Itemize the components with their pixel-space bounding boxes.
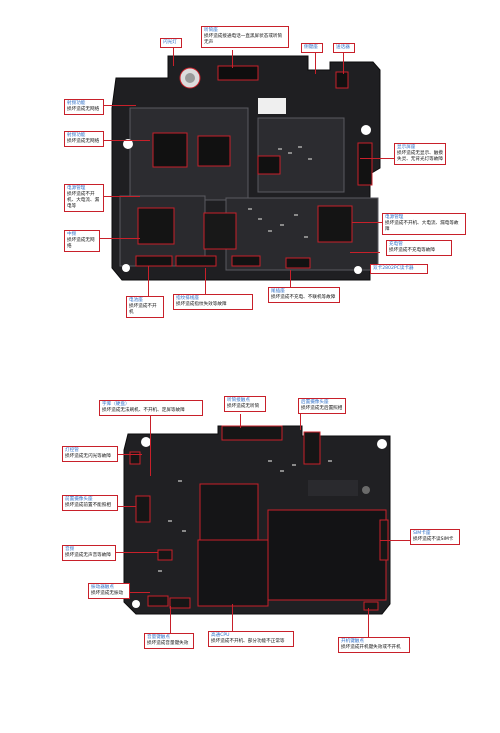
callout-lcd: 显示屏座 损坏造成无显示、触摸失灵、无背光灯等故障 bbox=[394, 143, 446, 165]
callout-title: 音频 bbox=[65, 547, 75, 552]
callout-title: 听筒接触点 bbox=[227, 398, 250, 403]
callout-desc: 损坏造成无法刷机、不开机、定屏等故障 bbox=[102, 408, 185, 413]
callout-title: 电池座 bbox=[129, 298, 143, 303]
callout-rear-camera: 后置摄像头座 损坏造成无后置照相 bbox=[298, 398, 346, 414]
callout-desc: 损坏造成不开机、大电流、漏电等故障 bbox=[385, 221, 459, 232]
callout-title: 灯控管 bbox=[65, 448, 79, 453]
callout-title: 电源管理 bbox=[67, 186, 86, 191]
callout-desc: 损坏造成不开机、大电流、漏电等 bbox=[67, 192, 100, 209]
callout-fingerprint: 指纹排线座 损坏造成指纹失效等故障 bbox=[173, 294, 253, 310]
callout-desc: 损坏造成无听筒 bbox=[227, 404, 260, 409]
top-board bbox=[108, 48, 383, 283]
callout-title: 高通CPU bbox=[211, 633, 230, 638]
callout-title: 前置摄像头座 bbox=[65, 497, 93, 502]
callout-power-mgmt: 电源管理 损坏造成不开机、大电流、漏电等 bbox=[64, 184, 104, 212]
callout-desc: 损坏造成无网络 bbox=[67, 107, 100, 112]
callout-title: 指纹排线座 bbox=[176, 296, 199, 301]
callout-title: SIM卡座 bbox=[413, 531, 431, 536]
callout-tail: 尾插座 损坏造成不充电、不联机等故障 bbox=[268, 287, 340, 303]
callout-desc: 损坏造成不开机、部分功能不正常等 bbox=[211, 639, 285, 644]
callout-battery: 电池座 损坏造成不开机 bbox=[126, 296, 164, 318]
callout-title: 送话器 bbox=[336, 45, 350, 50]
callout-desc: 损坏造成不读SIM卡 bbox=[413, 537, 454, 542]
callout-title: 闪光灯 bbox=[163, 40, 177, 45]
callout-title: 字库（硬盘） bbox=[102, 402, 130, 407]
callout-front-camera: 前置摄像头座 损坏造成前置不能照相 bbox=[62, 495, 118, 511]
callout-desc: 损坏造成开机键失效或不开机 bbox=[341, 645, 401, 650]
callout-sim-slot: SIM卡座 损坏造成不读SIM卡 bbox=[410, 529, 460, 545]
callout-title: 后置摄像头座 bbox=[301, 400, 329, 405]
callout-rf: 射频功能 损坏造成无网络 bbox=[64, 99, 104, 115]
callout-sim-reader: 双卡2802PC读卡器 bbox=[370, 264, 428, 274]
callout-desc: 损坏造成无显示、触摸失灵、无背光灯等故障 bbox=[397, 151, 443, 162]
callout-volume-key: 音量键触点 损坏造成音量键失效 bbox=[144, 633, 194, 649]
callout-cpu: 高通CPU 损坏造成不开机、部分功能不正常等 bbox=[208, 631, 294, 647]
bottom-board bbox=[118, 420, 398, 620]
callout-desc: 损坏造成音量键失效 bbox=[147, 641, 189, 646]
callout-title: 电源管理 bbox=[385, 215, 404, 220]
callout-desc: 损坏造成接通电话一直黑屏状态或听筒无声 bbox=[204, 34, 283, 45]
callout-vibrator: 振动器触点 损坏造成无振动 bbox=[88, 583, 130, 599]
callout-title: 双卡2802PC读卡器 bbox=[373, 266, 414, 271]
callout-earpiece: 听筒座 损坏造成接通电话一直黑屏状态或听筒无声 bbox=[201, 26, 289, 48]
callout-desc: 损坏造成前置不能照相 bbox=[65, 503, 111, 508]
callout-desc: 损坏造成无网络 bbox=[67, 238, 95, 249]
callout-rf-2: 射频功能 损坏造成无网络 bbox=[64, 131, 104, 147]
callout-title: 显示屏座 bbox=[397, 145, 416, 150]
callout-desc: 损坏造成无后置照相 bbox=[301, 406, 343, 411]
callout-power-key: 开机键触点 损坏造成开机键失效或不开机 bbox=[338, 637, 410, 653]
callout-desc: 损坏造成无声音等故障 bbox=[65, 553, 111, 558]
callout-title: 振动器触点 bbox=[91, 585, 114, 590]
callout-torch: 灯控管 损坏造成无闪光等故障 bbox=[62, 446, 118, 462]
callout-title: 音量键触点 bbox=[147, 635, 170, 640]
callout-earpiece-contact: 听筒接触点 损坏造成无听筒 bbox=[224, 396, 266, 412]
callout-desc: 损坏造成无闪光等故障 bbox=[65, 454, 111, 459]
callout-desc: 损坏造成指纹失效等故障 bbox=[176, 302, 227, 307]
callout-power-mgmt-2: 电源管理 损坏造成不开机、大电流、漏电等故障 bbox=[382, 213, 466, 235]
callout-title: 开机键触点 bbox=[341, 639, 364, 644]
callout-title: 侧键座 bbox=[304, 45, 318, 50]
callout-side-key: 侧键座 bbox=[301, 43, 323, 53]
callout-desc: 损坏造成不开机 bbox=[129, 304, 157, 315]
callout-flash: 闪光灯 bbox=[160, 38, 182, 48]
callout-audio: 音频 损坏造成无声音等故障 bbox=[62, 545, 116, 561]
callout-title: 听筒座 bbox=[204, 28, 218, 33]
callout-title: 射频功能 bbox=[67, 101, 86, 106]
callout-storage: 字库（硬盘） 损坏造成无法刷机、不开机、定屏等故障 bbox=[99, 400, 203, 416]
callout-desc: 损坏造成无网络 bbox=[67, 139, 100, 144]
callout-desc: 损坏造成不充电、不联机等故障 bbox=[271, 295, 336, 300]
callout-title: 充电管 bbox=[389, 242, 403, 247]
callout-charge-ic: 充电管 损坏造成不充电等故障 bbox=[386, 240, 452, 256]
callout-desc: 损坏造成无振动 bbox=[91, 591, 124, 596]
callout-title: 中频 bbox=[67, 232, 77, 237]
callout-baseband: 中频 损坏造成无网络 bbox=[64, 230, 100, 252]
callout-title: 射频功能 bbox=[67, 133, 86, 138]
callout-mic: 送话器 bbox=[333, 43, 355, 53]
callout-title: 尾插座 bbox=[271, 289, 285, 294]
callout-desc: 损坏造成不充电等故障 bbox=[389, 248, 435, 253]
